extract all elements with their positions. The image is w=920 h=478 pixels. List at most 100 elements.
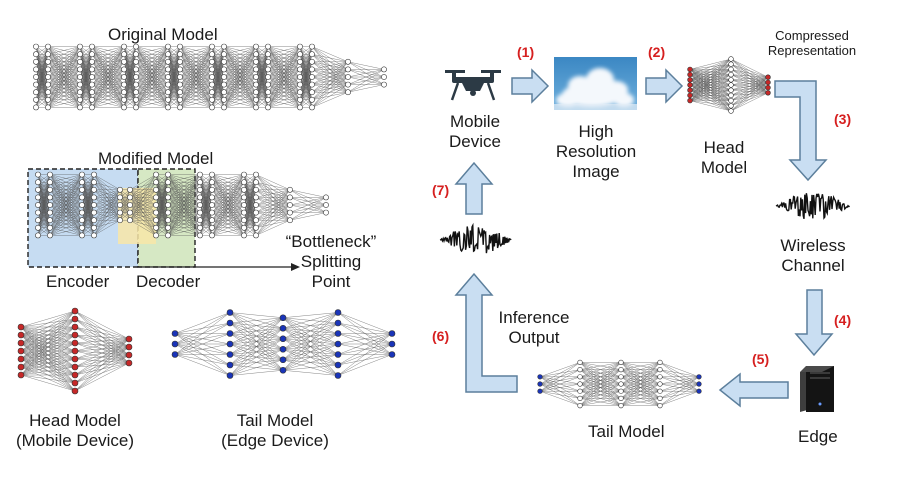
neuron — [345, 58, 351, 65]
neuron — [47, 217, 53, 224]
neuron — [71, 387, 79, 395]
connection — [282, 312, 339, 350]
neuron — [79, 194, 85, 201]
neuron — [91, 217, 97, 224]
connection — [93, 189, 121, 228]
cloud-photo — [554, 57, 637, 110]
connection — [91, 46, 125, 70]
connection — [211, 46, 225, 78]
connection — [37, 212, 51, 236]
connection — [299, 84, 313, 108]
connection — [223, 46, 257, 100]
connection — [167, 174, 201, 236]
connection — [119, 189, 131, 206]
connection — [689, 58, 732, 96]
connection — [620, 362, 661, 392]
connection — [539, 362, 581, 385]
neuron — [35, 202, 41, 208]
connection — [255, 204, 291, 236]
neuron — [153, 194, 159, 201]
neuron — [133, 74, 139, 80]
connection — [223, 46, 257, 108]
neuron — [165, 194, 171, 201]
connection — [282, 312, 339, 339]
connection — [229, 317, 284, 376]
connection — [167, 46, 181, 62]
connection — [93, 212, 121, 236]
connection — [129, 219, 157, 229]
connection — [211, 227, 245, 236]
connection — [167, 204, 201, 236]
connection — [730, 76, 769, 86]
connection — [689, 100, 732, 107]
connection — [37, 174, 51, 190]
connection — [81, 174, 95, 190]
neuron — [309, 104, 315, 111]
step-5-label: (5) — [752, 351, 770, 367]
connection — [255, 174, 291, 191]
original-model-title: Original Model — [108, 25, 218, 44]
neuron — [165, 74, 171, 80]
neuron — [209, 224, 215, 231]
connection — [129, 174, 157, 198]
connection — [79, 46, 93, 70]
connection — [20, 310, 76, 336]
neuron — [117, 209, 123, 216]
neuron — [618, 367, 624, 373]
connection — [223, 46, 257, 55]
connection — [35, 46, 49, 78]
neuron — [165, 186, 171, 193]
neuron — [253, 186, 259, 193]
neuron — [127, 209, 133, 216]
neuron — [209, 179, 215, 186]
connection — [299, 46, 313, 62]
connection — [35, 46, 49, 108]
connection — [311, 53, 349, 63]
neuron — [197, 224, 203, 231]
neuron — [334, 351, 342, 358]
neuron — [253, 217, 259, 224]
neuron — [33, 58, 39, 65]
connection — [20, 358, 76, 376]
connection — [119, 189, 131, 213]
neuron — [765, 79, 771, 86]
neuron — [687, 97, 693, 104]
connection — [229, 328, 284, 376]
bottleneck-pointer-head — [291, 263, 300, 271]
connection — [155, 174, 169, 236]
neuron — [221, 43, 227, 50]
neuron — [91, 224, 97, 231]
neuron — [226, 330, 234, 337]
connection — [255, 46, 269, 62]
connection — [689, 58, 732, 81]
neuron — [241, 179, 247, 186]
neuron — [209, 171, 215, 178]
connection — [20, 310, 76, 368]
connection — [223, 46, 257, 93]
connection — [337, 333, 393, 355]
neuron — [537, 381, 543, 387]
neuron — [287, 202, 293, 208]
neuron — [171, 351, 179, 358]
connection — [167, 76, 181, 108]
connection — [211, 182, 245, 236]
connection — [49, 219, 83, 236]
connection — [282, 312, 339, 318]
neuron — [577, 395, 583, 402]
neuron — [165, 89, 171, 96]
neuron — [577, 367, 583, 373]
neuron — [309, 74, 315, 80]
neuron — [171, 330, 179, 337]
neuron — [33, 96, 39, 103]
neuron — [47, 209, 53, 216]
connection — [47, 46, 81, 55]
neuron — [657, 395, 663, 402]
connection — [211, 174, 245, 213]
high-resolution-image-label: High Resolution Image — [546, 122, 646, 182]
modified-model-network — [35, 171, 329, 239]
connection — [689, 84, 732, 101]
neuron — [265, 96, 271, 103]
connection — [659, 369, 700, 378]
neuron — [79, 186, 85, 193]
neuron — [91, 209, 97, 216]
